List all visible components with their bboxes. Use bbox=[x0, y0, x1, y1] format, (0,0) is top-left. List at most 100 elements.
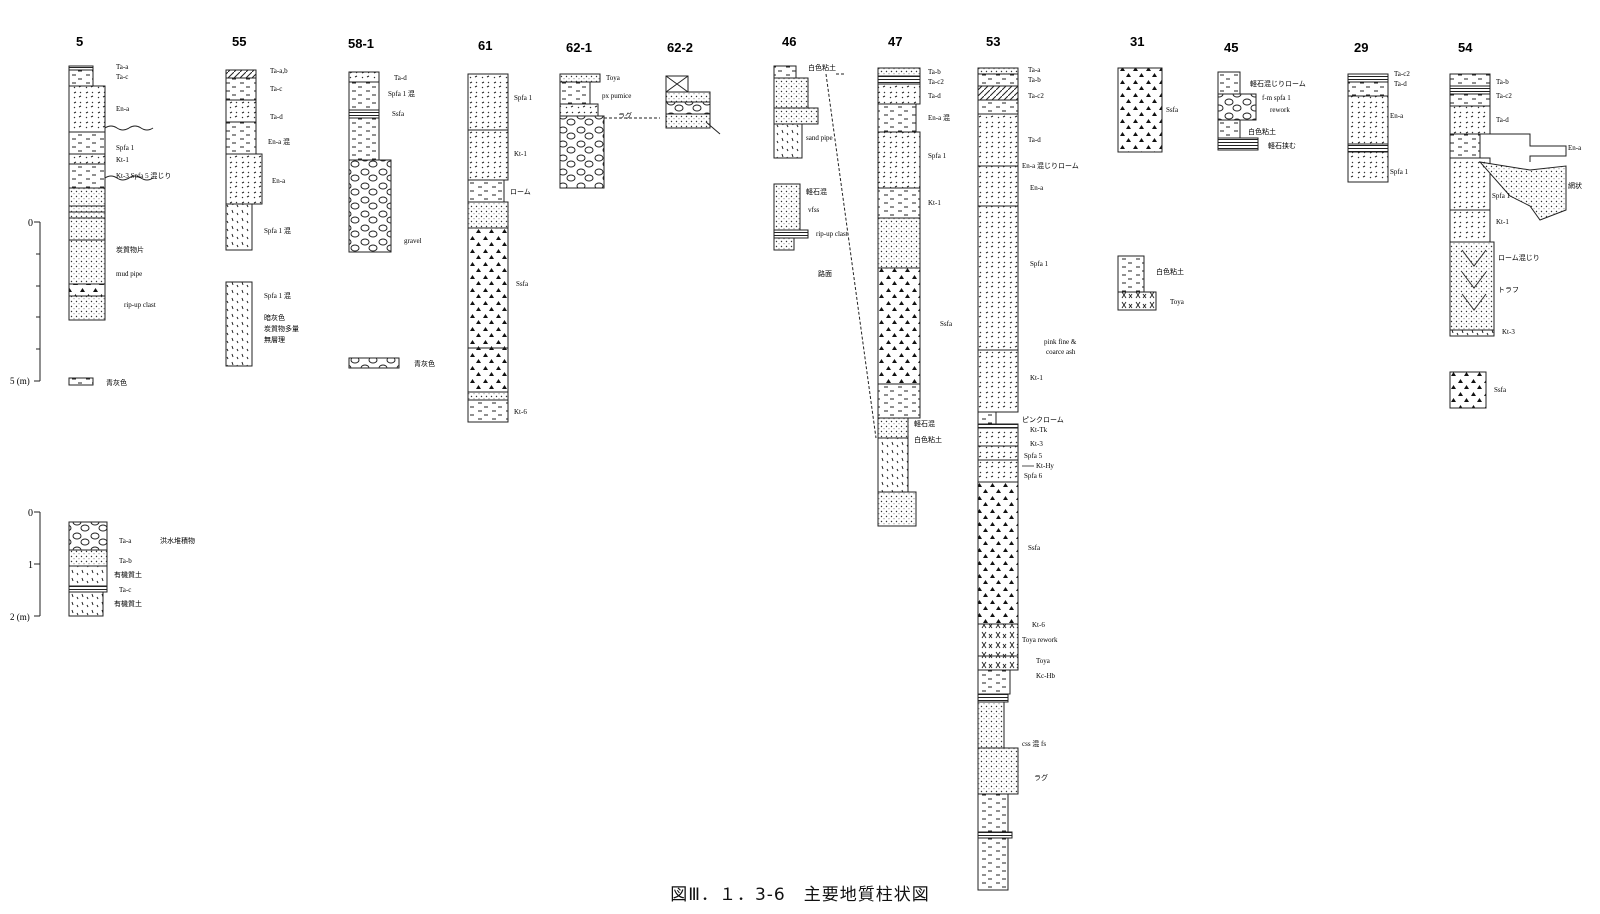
col55-label-7: 暗灰色 bbox=[264, 313, 285, 322]
column-58-1: 58-1 Ta-d Spfa 1 混 Ssfa gravel 青灰色 bbox=[348, 36, 435, 369]
col5-label-5: Kt-3 Spfa 5 混じり bbox=[116, 171, 171, 180]
col53-label-6: Spfa 1 bbox=[1030, 260, 1049, 268]
col29-label-3: Spfa 1 bbox=[1390, 168, 1409, 176]
column-5: 5 Ta-a Ta-c En-a Spfa 1 Kt-1 Kt-3 Spfa 5… bbox=[68, 34, 171, 387]
col53-label-4: En-a 混じりローム bbox=[1022, 161, 1079, 170]
col53-label-10: ピンクローム bbox=[1022, 416, 1064, 424]
col5-label-8: rip-up clast bbox=[124, 301, 156, 309]
col5-label-3: Spfa 1 bbox=[116, 144, 135, 152]
col45-label-0: 軽石混じりローム bbox=[1250, 79, 1306, 88]
column-number-62-2: 62-2 bbox=[667, 40, 693, 55]
col5b-label-0: Ta-a bbox=[119, 537, 132, 545]
col46-label-5: 路面 bbox=[818, 269, 832, 278]
column-29: 29 Ta-c2 Ta-d En-a Spfa 1 bbox=[1347, 40, 1410, 183]
col45-label-4: 軽石挟む bbox=[1268, 141, 1296, 150]
col54-label-10: Ssfa bbox=[1494, 386, 1507, 394]
col55-label-8: 炭質物多量 bbox=[264, 324, 299, 333]
col47-label-2: Ta-d bbox=[928, 92, 941, 100]
column-62-1: 62-1 Toya px pumice ラグ bbox=[559, 40, 660, 189]
col47-label-1: Ta-c2 bbox=[928, 78, 944, 86]
column-61: 61 Spfa 1 Kt-1 ローム Ssfa Kt-6 bbox=[467, 38, 533, 423]
col45-label-2: rework bbox=[1270, 106, 1290, 114]
column-53: 53 Ta-a Ta-b Ta-c2 Ta-d En-a 混じりローム En-a… bbox=[977, 34, 1079, 891]
scale-upper-tick-0: 0 bbox=[28, 218, 33, 229]
col53-label-13: Spfa 5 bbox=[1024, 452, 1043, 460]
column-46: 46 白色粘土 sand pipe 軽石混 vfss rip-up clast … bbox=[773, 34, 877, 439]
col29-label-1: Ta-d bbox=[1394, 80, 1407, 88]
col29-label-0: Ta-c2 bbox=[1394, 70, 1410, 78]
col47-label-6: Ssfa bbox=[940, 320, 953, 328]
col55-label-5: Spfa 1 混 bbox=[264, 226, 291, 235]
col53-label-0: Ta-a bbox=[1028, 66, 1041, 74]
col31-label-0: Ssfa bbox=[1166, 106, 1179, 114]
col54-label-0: Ta-b bbox=[1496, 78, 1509, 86]
column-number-55: 55 bbox=[232, 34, 246, 49]
col53-label-16: Ssfa bbox=[1028, 544, 1041, 552]
col61-label-2: ローム bbox=[510, 188, 531, 196]
col62-1-label-2: ラグ bbox=[618, 111, 632, 120]
col53-label-3: Ta-d bbox=[1028, 136, 1041, 144]
col45-label-1: f-m spfa 1 bbox=[1262, 94, 1291, 102]
column-5-lower: Ta-a 洪水堆積物 Ta-b 有機質土 Ta-c 有機質土 bbox=[68, 521, 195, 617]
col62-1-label-1: px pumice bbox=[602, 92, 631, 100]
column-number-5: 5 bbox=[76, 34, 83, 49]
col53-label-21: css 混 fs bbox=[1022, 739, 1046, 748]
col54-label-1: Ta-c2 bbox=[1496, 92, 1512, 100]
column-31: 31 Ssfa 白色粘土 Toya bbox=[1117, 34, 1185, 311]
col5b-label-1: 洪水堆積物 bbox=[160, 536, 195, 545]
col5-label-1: Ta-c bbox=[116, 73, 128, 81]
col61-label-4: Kt-6 bbox=[514, 408, 527, 416]
col47-label-0: Ta-b bbox=[928, 68, 941, 76]
column-number-58-1: 58-1 bbox=[348, 36, 374, 51]
col53-label-8: coarce ash bbox=[1046, 348, 1076, 356]
col53-label-17: Kt-6 bbox=[1032, 621, 1045, 629]
col31-label-1: 白色粘土 bbox=[1156, 267, 1184, 276]
col54-label-9: Kt-3 bbox=[1502, 328, 1515, 336]
column-number-46: 46 bbox=[782, 34, 796, 49]
col54-label-8: トラフ bbox=[1498, 286, 1519, 294]
col47-label-4: Spfa 1 bbox=[928, 152, 947, 160]
scale-lower-tick-0: 0 bbox=[28, 508, 33, 519]
col55-label-9: 無層理 bbox=[264, 335, 285, 344]
column-45: 45 軽石混じりローム f-m spfa 1 rework 白色粘土 軽石挟む bbox=[1217, 40, 1306, 151]
column-55: 55 Ta-a,b Ta-c Ta-d En-a 混 En-a Spfa 1 混… bbox=[225, 34, 299, 367]
col46-label-0: 白色粘土 bbox=[808, 63, 836, 72]
col55-label-6: Spfa 1 混 bbox=[264, 291, 291, 300]
col53-label-7: pink fine & bbox=[1044, 338, 1077, 346]
col54-label-6: Kt-1 bbox=[1496, 218, 1509, 226]
col53-label-5: En-a bbox=[1030, 184, 1044, 192]
scale-upper-tick-5: 5 (m) bbox=[10, 376, 30, 386]
col55-label-3: En-a 混 bbox=[268, 137, 290, 146]
col55-label-1: Ta-c bbox=[270, 85, 282, 93]
col53-label-11: Kt-Tk bbox=[1030, 426, 1048, 434]
col47-label-3: En-a 混 bbox=[928, 113, 950, 122]
column-54: 54 Ta-b Ta-c2 Ta-d En-a 網状 Spfa 1 Kt-1 ロ… bbox=[1449, 40, 1582, 409]
col47-label-5: Kt-1 bbox=[928, 199, 941, 207]
col53-label-2: Ta-c2 bbox=[1028, 92, 1044, 100]
col46-label-2: 軽石混 bbox=[806, 187, 827, 196]
col5-label-2: En-a bbox=[116, 105, 130, 113]
col58-label-0: Ta-d bbox=[394, 74, 407, 82]
col29-label-2: En-a bbox=[1390, 112, 1404, 120]
col5b-label-3: 有機質土 bbox=[114, 570, 142, 579]
col5-label-0: Ta-a bbox=[116, 63, 129, 71]
col45-label-3: 白色粘土 bbox=[1248, 127, 1276, 136]
col61-label-1: Kt-1 bbox=[514, 150, 527, 158]
col47-label-7: 軽石混 bbox=[914, 419, 935, 428]
col31-label-2: Toya bbox=[1170, 298, 1185, 306]
col46-label-1: sand pipe bbox=[806, 134, 833, 142]
col58-label-2: Ssfa bbox=[392, 110, 405, 118]
col5-label-9: 青灰色 bbox=[106, 378, 127, 387]
col5-label-6: 炭質物片 bbox=[116, 245, 144, 254]
col58-label-3: gravel bbox=[404, 237, 422, 245]
column-number-61: 61 bbox=[478, 38, 492, 53]
col53-label-15: Spfa 6 bbox=[1024, 472, 1043, 480]
column-number-53: 53 bbox=[986, 34, 1000, 49]
column-47: 47 Ta-b Ta-c2 Ta-d En-a 混 Spfa 1 Kt-1 Ss… bbox=[877, 34, 953, 527]
col5-label-4: Kt-1 bbox=[116, 156, 129, 164]
col53-label-22: ラグ bbox=[1034, 773, 1048, 782]
scale-bar-upper: 0 5 (m) bbox=[10, 218, 41, 386]
col54-label-4: 網状 bbox=[1568, 181, 1582, 190]
col5b-label-4: Ta-c bbox=[119, 586, 131, 594]
